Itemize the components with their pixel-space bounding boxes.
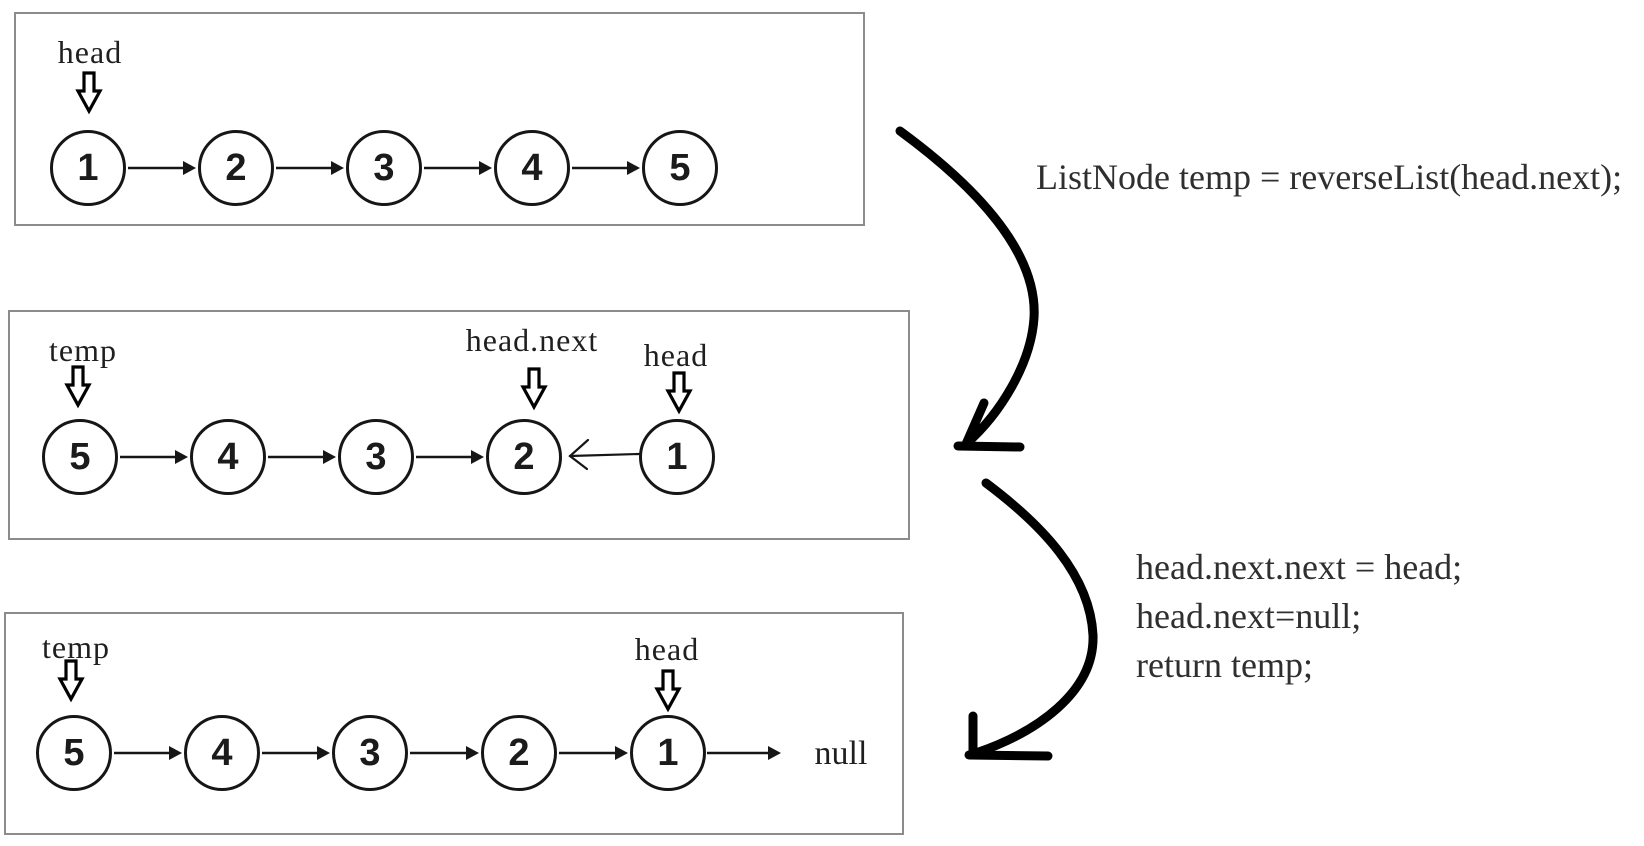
list-node-final-list-2: 2 — [481, 715, 557, 791]
list-node-after-recursive-call-1: 1 — [639, 419, 715, 495]
list-node-after-recursive-call-2: 2 — [486, 419, 562, 495]
code-step2: head.next.next = head; head.next=null; r… — [1136, 543, 1462, 690]
list-node-final-list-4: 4 — [184, 715, 260, 791]
list-node-original-list-3: 3 — [346, 130, 422, 206]
list-diagram-box-final — [4, 612, 904, 835]
hand-drawn-arrow-step1-head-barb-right — [953, 441, 1025, 452]
hand-drawn-arrow-step2 — [964, 478, 1098, 761]
hand-drawn-arrow-step1 — [895, 126, 1039, 452]
list-diagram-box-after-recursion — [8, 310, 910, 540]
list-node-after-recursive-call-5: 5 — [42, 419, 118, 495]
list-node-after-recursive-call-3: 3 — [338, 419, 414, 495]
pointer-label-head.next-after-recursive-call: head.next — [465, 322, 599, 358]
hand-drawn-arrow-step2-head-barb-right — [964, 750, 1053, 761]
list-diagram-box-original — [14, 12, 865, 226]
list-node-original-list-1: 1 — [50, 130, 126, 206]
code-step1: ListNode temp = reverseList(head.next); — [1036, 157, 1623, 197]
list-node-original-list-5: 5 — [642, 130, 718, 206]
list-node-original-list-2: 2 — [198, 130, 274, 206]
pointer-label-temp-after-recursive-call: temp — [49, 332, 117, 368]
code-step2-line1: head.next.next = head; — [1136, 547, 1463, 587]
list-node-final-list-1: 1 — [630, 715, 706, 791]
pointer-label-temp-final-list: temp — [42, 629, 110, 665]
list-node-final-list-3: 3 — [332, 715, 408, 791]
code-step2-line2: head.next=null; — [1136, 596, 1362, 636]
list-node-after-recursive-call-4: 4 — [190, 419, 266, 495]
list-node-original-list-4: 4 — [494, 130, 570, 206]
hand-drawn-arrow-step1-head-barb-up — [961, 398, 989, 449]
hand-drawn-arrow-step2-curve — [971, 478, 1098, 758]
null-label: null — [814, 735, 868, 772]
pointer-label-head-final-list: head — [634, 631, 700, 667]
pointer-label-head-original-list: head — [57, 34, 123, 70]
list-node-final-list-5: 5 — [36, 715, 112, 791]
code-step2-line3: return temp; — [1136, 645, 1313, 685]
pointer-label-head-after-recursive-call: head — [643, 337, 709, 373]
hand-drawn-arrow-step1-curve — [895, 126, 1039, 449]
